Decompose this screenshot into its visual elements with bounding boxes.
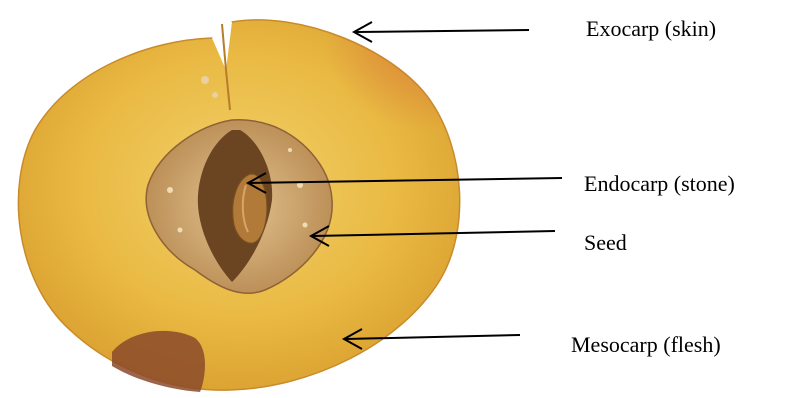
label-exocarp: Exocarp (skin) [586, 18, 716, 40]
stone-fleck [303, 223, 308, 228]
stone-fleck [201, 76, 209, 84]
label-endocarp: Endocarp (stone) [584, 173, 735, 195]
stone-fleck [288, 148, 292, 152]
arrow-exocarp [354, 22, 529, 42]
stone-fleck [178, 228, 183, 233]
stone-fleck [212, 92, 218, 98]
label-seed: Seed [584, 232, 627, 254]
label-mesocarp: Mesocarp (flesh) [571, 334, 721, 356]
stone-fleck [167, 187, 173, 193]
